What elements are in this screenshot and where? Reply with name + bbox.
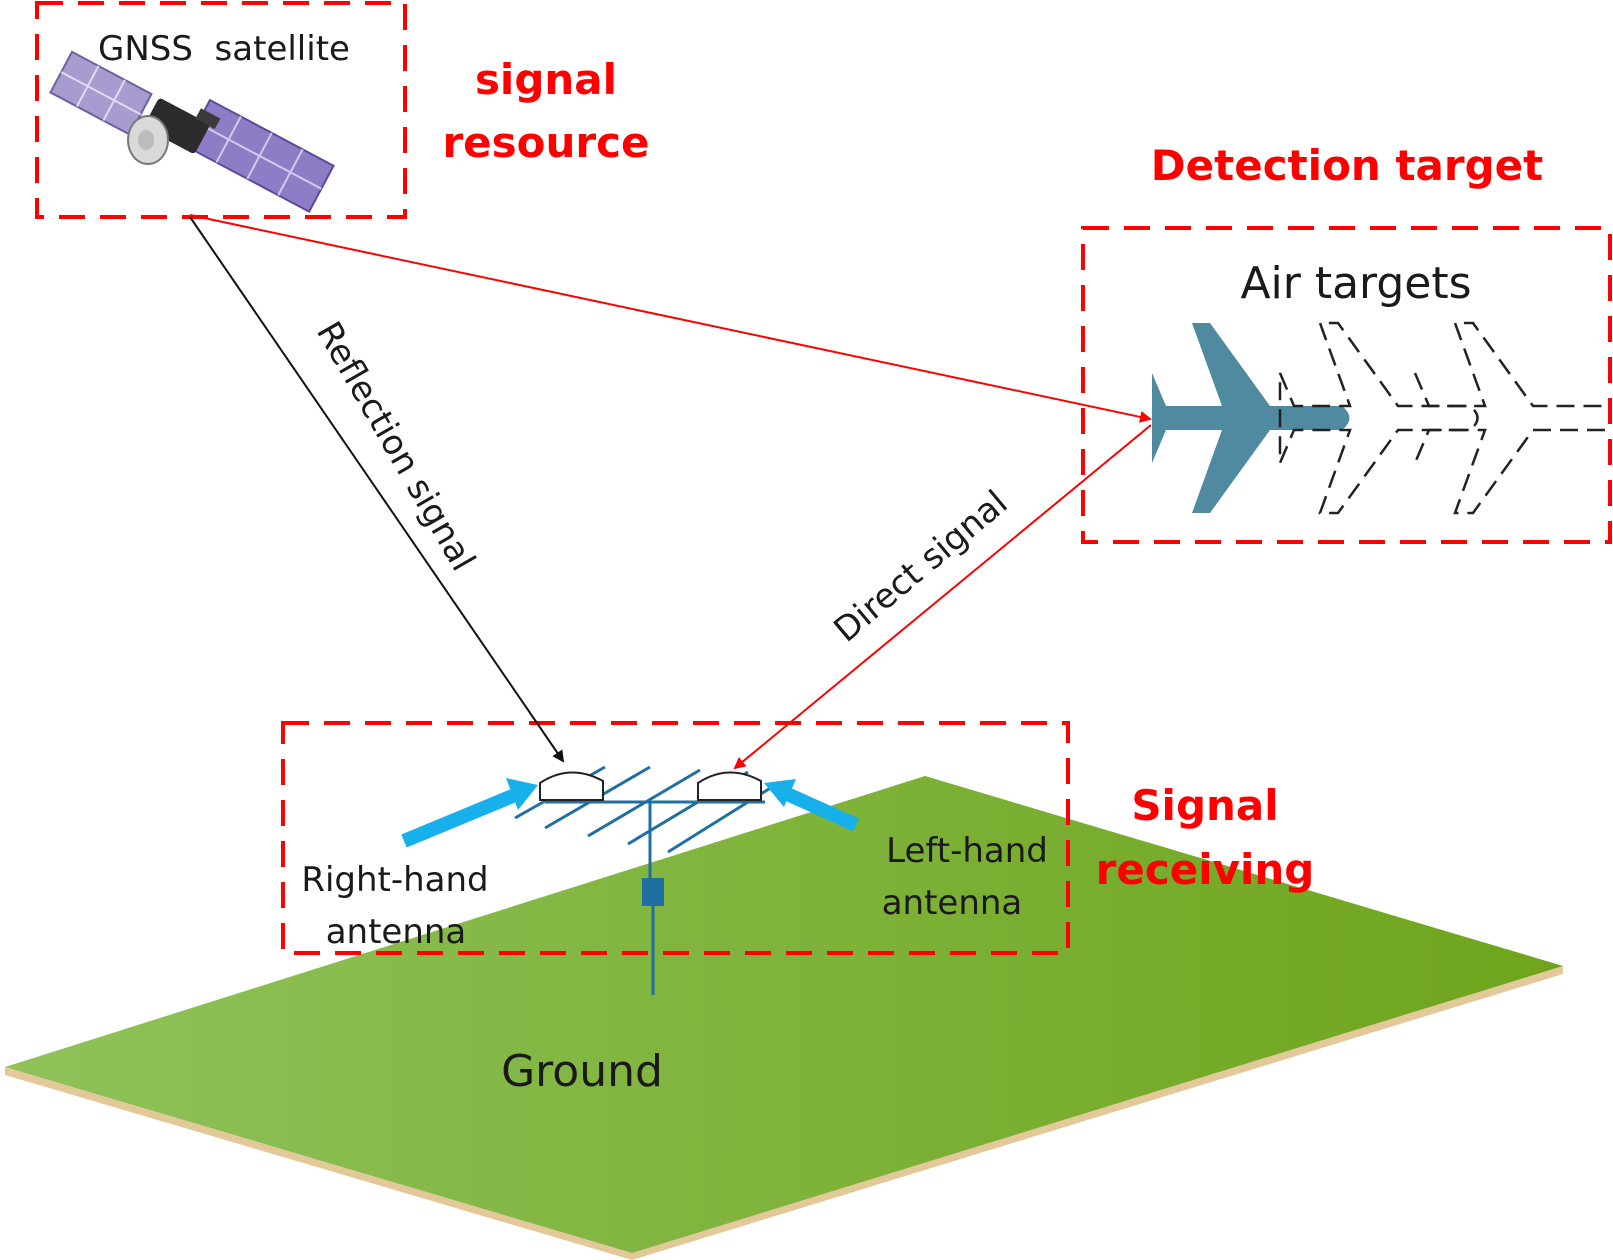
signal-receiving-title-line1: Signal — [1131, 781, 1278, 830]
airplane-ghost-icon — [1278, 321, 1479, 515]
right-hand-antenna-label-line1: Right-hand — [301, 860, 488, 900]
signal-receiving-box — [281, 721, 1070, 955]
reflection-signal-line — [189, 216, 565, 763]
airplane-ghost-icon — [1413, 321, 1605, 515]
satellite-to-target-line — [189, 214, 1152, 423]
right-hand-pointer-arrow — [401, 778, 538, 848]
satellite-icon — [49, 50, 335, 214]
signal-receiving-title-line2: receiving — [1096, 845, 1315, 894]
signal-resource-box — [35, 1, 407, 219]
left-hand-antenna-label-line1: Left-hand — [886, 831, 1048, 871]
direct-signal-line — [733, 424, 1152, 770]
signal-resource-title-line1: signal — [475, 55, 617, 104]
satellite-label: GNSS satellite — [98, 29, 350, 69]
airplane-icon — [1152, 323, 1350, 513]
right-hand-antenna-label-line2: antenna — [326, 912, 467, 952]
antenna-icon — [514, 765, 781, 995]
detection-target-title: Detection target — [1151, 141, 1543, 190]
left-hand-antenna-label-line2: antenna — [882, 883, 1023, 923]
left-hand-pointer-arrow — [764, 779, 859, 832]
reflection-signal-label: Reflection signal — [308, 315, 483, 578]
ground-label: Ground — [501, 1046, 663, 1097]
ground-plane — [5, 776, 1563, 1260]
detection-target-box — [1081, 226, 1612, 544]
air-targets-label: Air targets — [1240, 258, 1471, 309]
direct-signal-label: Direct signal — [826, 483, 1015, 651]
signal-resource-title-line2: resource — [442, 118, 649, 167]
